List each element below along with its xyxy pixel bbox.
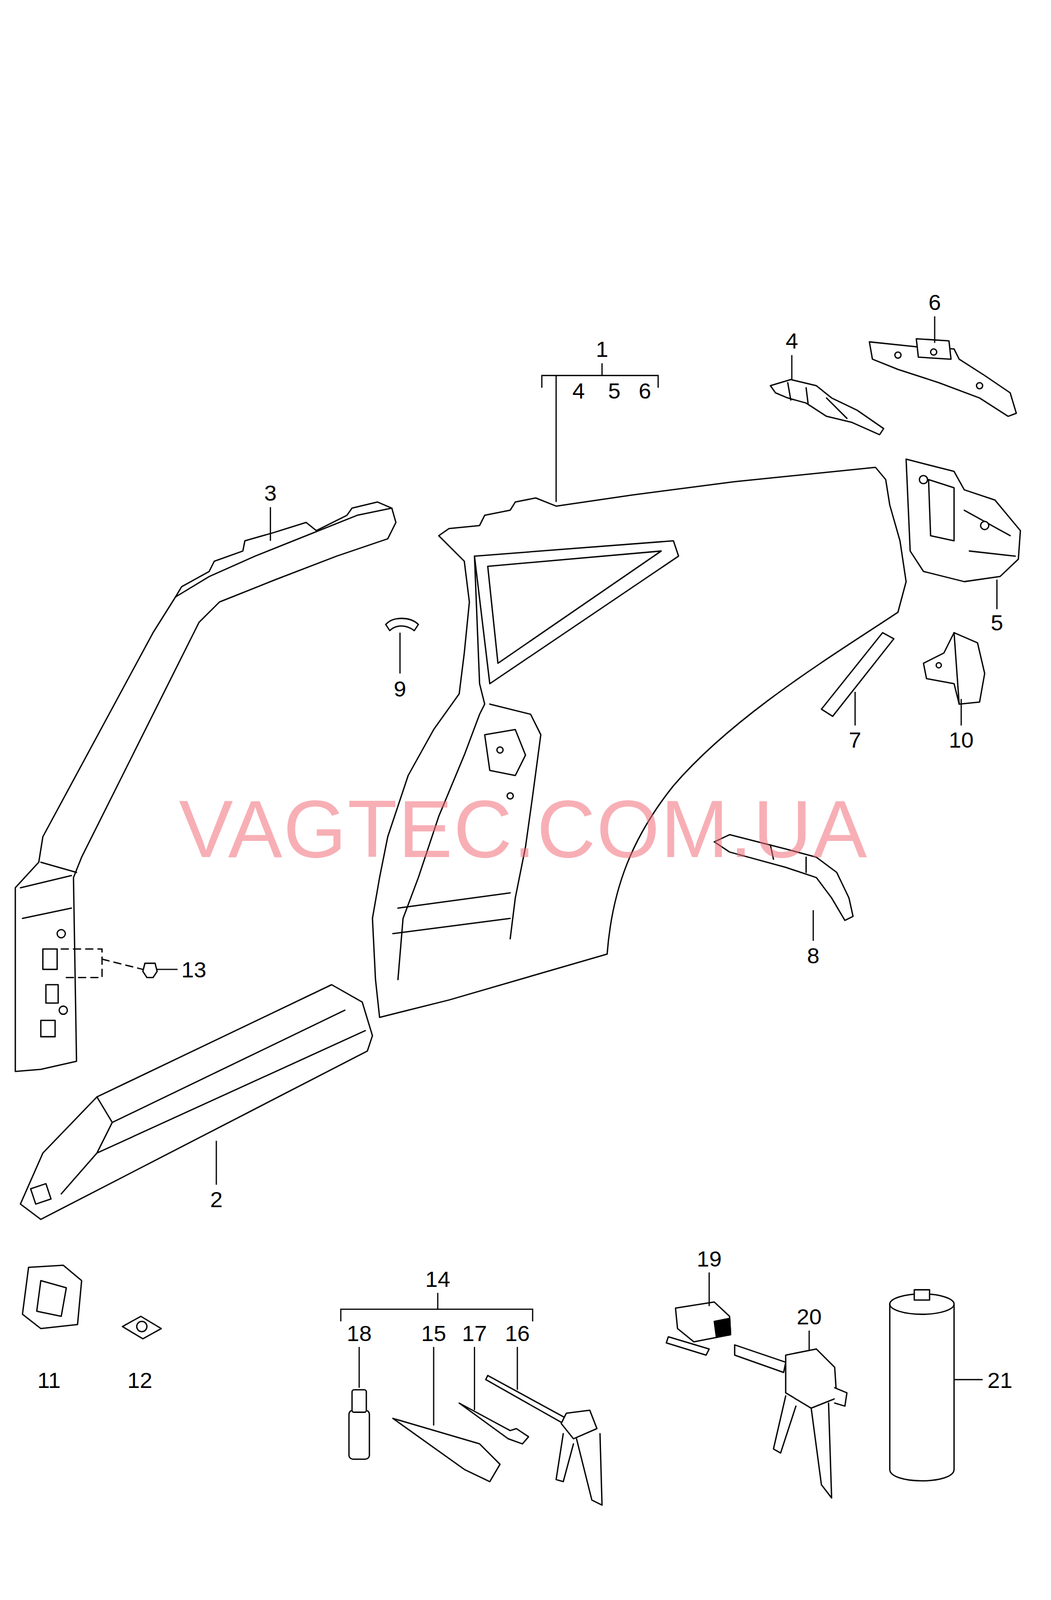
- callout-number: 19: [696, 1246, 722, 1270]
- callout-number: 11: [37, 1368, 61, 1391]
- callout-number: 8: [807, 943, 820, 967]
- callout-number: 17: [461, 1321, 487, 1344]
- callout-number: 15: [421, 1321, 447, 1344]
- callout-number: 13: [181, 958, 207, 981]
- callout-number: 5: [607, 379, 621, 403]
- callout-number: 10: [948, 728, 974, 752]
- callout-number: 14: [425, 1267, 451, 1290]
- callout-number: 16: [504, 1321, 530, 1344]
- callout-number: 6: [928, 290, 942, 314]
- callout-number: 20: [796, 1305, 822, 1328]
- callout-number: 21: [987, 1368, 1013, 1391]
- callout-number: 9: [393, 677, 407, 700]
- callout-number: 2: [209, 1187, 223, 1211]
- callout-number: 1: [595, 338, 609, 361]
- callout-number: 7: [848, 728, 862, 752]
- callout-number: 6: [638, 379, 652, 403]
- callout-number: 3: [264, 481, 277, 505]
- callout-number: 18: [346, 1321, 372, 1344]
- callout-number: 4: [572, 379, 585, 403]
- callout-number: 4: [785, 329, 798, 353]
- callout-number: 5: [990, 611, 1004, 634]
- callout-number: 12: [127, 1368, 153, 1391]
- watermark: VAGTEC.COM.UA: [178, 787, 868, 870]
